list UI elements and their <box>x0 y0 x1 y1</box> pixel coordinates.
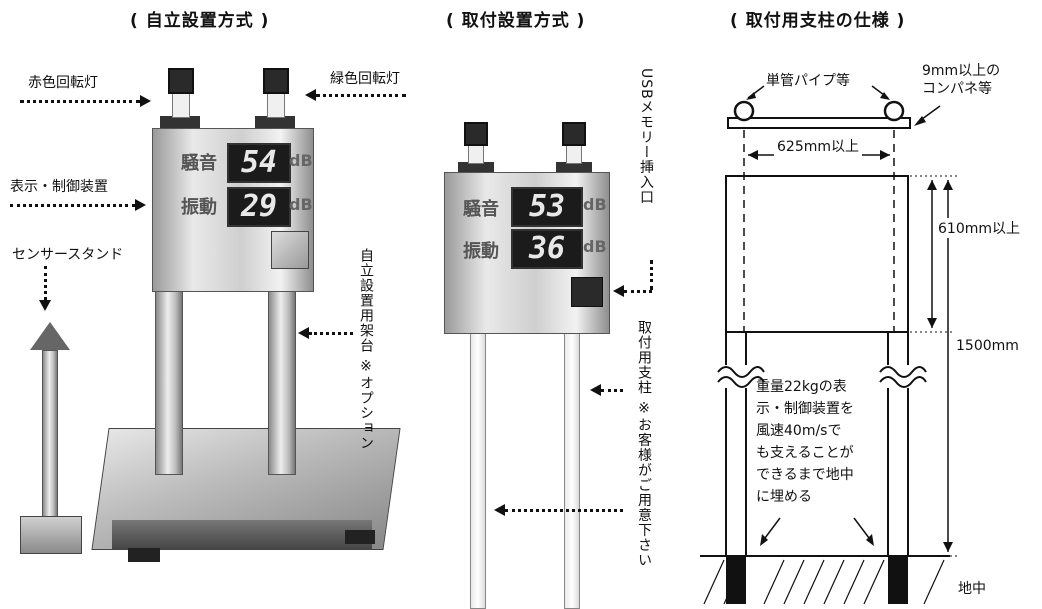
frame-post-left <box>155 288 183 475</box>
usb-cover <box>271 231 309 269</box>
break-mark-right-1 <box>879 366 927 378</box>
buried-pole-left <box>726 556 746 604</box>
break-mark-left-1 <box>717 366 765 378</box>
display-unit-leader <box>10 204 135 207</box>
width-arrow-left <box>748 150 758 160</box>
heading-freestanding: ( 自立設置方式 ) <box>130 11 270 31</box>
red-lamp-arrow <box>140 95 151 107</box>
frame-post-right <box>268 288 296 475</box>
freestanding-section: 騒音 54 dB 振動 29 dB 赤色回転灯 緑色回転灯 表示・制御装置 セン… <box>0 0 420 607</box>
vibration-label: 振動 <box>181 197 217 218</box>
pole-leader-upper <box>601 389 623 392</box>
mounting-pole-right <box>564 330 580 609</box>
sensor-stand-arrow <box>39 300 51 311</box>
frame-arrow <box>298 327 309 339</box>
frame-label: 自立設置用架台 ※オプション <box>358 248 374 451</box>
display-outline <box>725 175 909 333</box>
mounted-display-unit: 騒音 53 dB 振動 36 dB <box>444 172 610 334</box>
bury-arrowhead-left <box>760 534 768 546</box>
pipe-arrowhead-left <box>746 92 756 100</box>
frame-leader <box>309 332 353 335</box>
pipe-right <box>883 100 905 122</box>
break-mark-left-2 <box>717 376 765 388</box>
red-lamp-mount <box>160 116 200 128</box>
noise-label: 騒音 <box>181 153 217 174</box>
sensor-stand-label: センサースタンド <box>12 247 124 263</box>
heading-mounted: ( 取付設置方式 ) <box>446 11 586 31</box>
base-foot-right <box>345 530 375 544</box>
mounted-vibration-label: 振動 <box>463 241 499 262</box>
plywood-arrowhead <box>914 116 926 126</box>
break-mark-right-2 <box>879 376 927 388</box>
sensor-stand-base <box>20 516 82 554</box>
sensor-stand-pole <box>42 350 58 520</box>
sensor-stand-leader <box>44 266 47 300</box>
mounted-noise-unit: dB <box>583 195 607 214</box>
green-lamp-mount <box>255 116 295 128</box>
usb-leader-h <box>624 290 652 293</box>
base-foot-left <box>128 548 160 562</box>
noise-display: 54 <box>227 143 291 183</box>
vibration-unit: dB <box>289 195 313 214</box>
green-lamp-leader <box>316 94 406 97</box>
width-arrow-right <box>880 150 890 160</box>
pole-spec-drawing <box>700 85 960 605</box>
pipe-left <box>733 100 755 122</box>
upper-height-arrow-bottom <box>927 318 937 328</box>
display-unit-label: 表示・制御装置 <box>10 179 108 195</box>
upper-height-label: 610mm以上 <box>938 218 1020 238</box>
ground-label: 地中 <box>958 581 986 597</box>
pipe-arrowhead-right <box>880 92 890 100</box>
red-lamp-label: 赤色回転灯 <box>28 75 98 91</box>
buried-pole-right <box>888 556 908 604</box>
usb-slot <box>571 277 603 307</box>
mounted-vibration-display: 36 <box>511 229 583 269</box>
base-front-edge <box>112 520 372 550</box>
mounted-vibration-unit: dB <box>583 237 607 256</box>
pole-spec-section: 単管パイプ等 9mm以上の コンパネ等 625mm以上 610mm以上 1500… <box>690 0 1042 607</box>
plywood-board <box>727 117 911 129</box>
vibration-display: 29 <box>227 187 291 227</box>
usb-port-label: USBメモリー挿入口 <box>638 68 654 205</box>
usb-arrow <box>613 285 624 297</box>
mounted-noise-label: 騒音 <box>463 199 499 220</box>
mounted-section: 騒音 53 dB 振動 36 dB USBメモリー挿入口 取付用支柱 ※お客様が… <box>420 0 690 609</box>
pole-arrow-lower <box>494 504 505 516</box>
red-rotating-lamp <box>168 68 194 94</box>
mounted-noise-display: 53 <box>511 187 583 227</box>
usb-leader <box>650 260 653 290</box>
red-lamp-leader <box>20 100 140 103</box>
pole-leader-lower <box>505 509 623 512</box>
pole-arrow-upper <box>590 384 601 396</box>
width-label: 625mm以上 <box>774 136 862 156</box>
heading-pole-spec: ( 取付用支柱の仕様 ) <box>730 11 906 31</box>
green-rotating-lamp <box>263 68 289 94</box>
mounted-lamp-left-mount <box>458 162 494 172</box>
sensor-stand-cone <box>30 322 70 350</box>
mounting-pole-label: 取付用支柱 ※お客様がご用意下さい <box>636 320 652 568</box>
display-control-unit: 騒音 54 dB 振動 29 dB <box>152 128 314 292</box>
green-lamp-label: 緑色回転灯 <box>330 71 400 87</box>
total-height-label: 1500mm <box>956 338 1019 354</box>
pipe-label: 単管パイプ等 <box>766 73 850 89</box>
bury-arrowhead-right <box>866 534 874 546</box>
green-lamp-arrow <box>305 89 316 101</box>
total-height-arrow-bottom <box>943 542 953 552</box>
total-height-arrow-top <box>943 180 953 190</box>
mounted-lamp-right <box>562 122 586 146</box>
burial-note: 重量22kgの表 示・制御装置を 風速40m/sで も支えることが できるまで地… <box>756 379 854 505</box>
upper-height-arrow-top <box>927 180 937 190</box>
mounted-lamp-right-mount <box>556 162 592 172</box>
display-unit-arrow <box>135 199 146 211</box>
noise-unit: dB <box>289 151 313 170</box>
plywood-label: 9mm以上の コンパネ等 <box>922 63 1001 97</box>
mounted-lamp-left <box>464 122 488 146</box>
mounting-pole-left <box>470 330 486 609</box>
